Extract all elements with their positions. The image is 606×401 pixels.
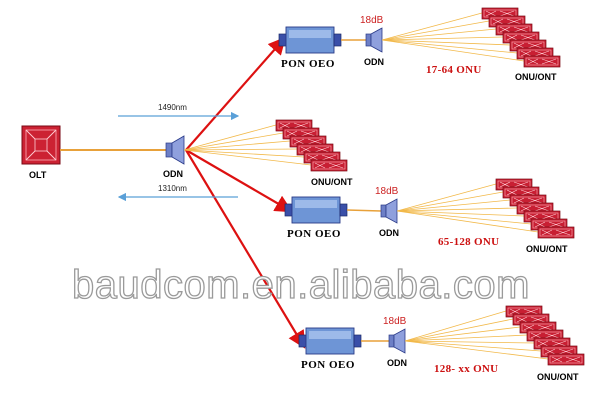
pon-oeo-icon <box>298 327 362 355</box>
trunk-line-3 <box>185 149 306 349</box>
upstream-wavelength: 1310nm <box>158 184 187 193</box>
onu-range-label: 17-64 ONU <box>426 64 482 76</box>
main-odn-icon <box>165 135 185 165</box>
pon-oeo-label: PON OEO <box>301 359 355 371</box>
trunk-line-2 <box>185 149 293 213</box>
onu-label: ONU/ONT <box>537 372 579 382</box>
pon-oeo-label: PON OEO <box>281 58 335 70</box>
branch-2: PON OEO 18dB ODN 65-128 ONU ONU/ONT <box>284 178 575 254</box>
onu-fibers <box>396 183 539 233</box>
odn-label: ODN <box>387 358 407 368</box>
pon-oeo-icon <box>284 196 348 224</box>
branch-3: PON OEO 18dB ODN 128- xx ONU ONU/ONT <box>298 305 585 382</box>
onu-device <box>537 226 575 239</box>
watermark: baudcom.en.alibaba.com <box>72 263 530 307</box>
local-onu-stack <box>275 119 348 172</box>
olt-device <box>21 125 61 165</box>
onu-fibers <box>404 310 549 360</box>
onu-device <box>547 353 585 366</box>
branches: PON OEO 18dB ODN 17-64 ONU ONU/ONT PON OEO 18d… <box>278 7 585 382</box>
downstream-wavelength: 1490nm <box>158 103 187 112</box>
local-onu-fibers <box>183 124 312 166</box>
onu-device <box>523 55 561 68</box>
loss-label: 18dB <box>360 15 384 26</box>
pon-oeo-label: PON OEO <box>287 228 341 240</box>
branch-1: PON OEO 18dB ODN 17-64 ONU ONU/ONT <box>278 7 561 82</box>
loss-label: 18dB <box>383 316 407 327</box>
pon-oeo-icon <box>278 26 342 54</box>
local-onu-label: ONU/ONT <box>311 177 353 187</box>
trunk-line-1 <box>185 36 286 151</box>
onu-fibers <box>381 12 525 62</box>
main-odn-label: ODN <box>163 169 183 179</box>
odn-label: ODN <box>379 228 399 238</box>
onu-label: ONU/ONT <box>526 244 568 254</box>
odn-label: ODN <box>364 57 384 67</box>
odn-icon <box>365 27 383 53</box>
trunk-lines <box>185 36 306 349</box>
oeo-odn-fiber <box>346 209 382 212</box>
onu-label: ONU/ONT <box>515 72 557 82</box>
olt-label: OLT <box>29 170 47 180</box>
loss-label: 18dB <box>375 186 399 197</box>
onu-range-label: 128- xx ONU <box>434 363 498 375</box>
onu-range-label: 65-128 ONU <box>438 236 499 248</box>
odn-icon <box>380 198 398 224</box>
odn-icon <box>388 328 406 354</box>
